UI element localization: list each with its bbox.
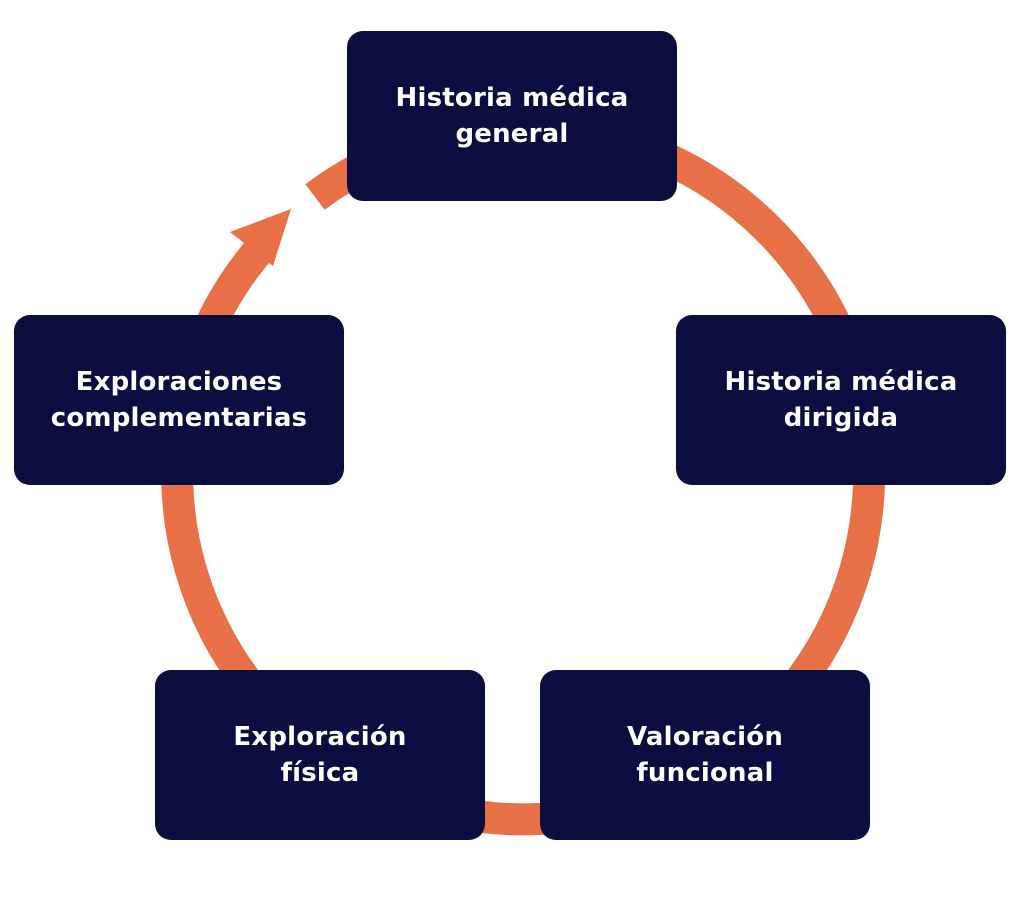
cycle-arrowhead-icon — [230, 209, 291, 266]
step-label-line-2: general — [455, 119, 569, 149]
step-label-line-2: funcional — [636, 758, 774, 788]
step-exploraciones-complementarias: Exploraciones complementarias — [14, 315, 344, 485]
step-historia-medica-dirigida: Historia médica dirigida — [676, 315, 1006, 485]
step-exploracion-fisica: Exploración física — [155, 670, 485, 840]
step-label-line-2: dirigida — [783, 403, 899, 433]
step-label-line-1: Historia médica — [724, 367, 958, 397]
step-valoracion-funcional: Valoración funcional — [540, 670, 870, 840]
step-label-line-1: Exploración — [233, 722, 407, 752]
step-label-line-2: física — [280, 758, 360, 788]
step-label-line-1: Historia médica — [395, 83, 629, 113]
step-label-line-1: Exploraciones — [75, 367, 283, 397]
step-label-line-1: Valoración — [626, 722, 784, 752]
step-label-line-2: complementarias — [50, 403, 308, 433]
step-historia-medica-general: Historia médica general — [347, 31, 677, 201]
